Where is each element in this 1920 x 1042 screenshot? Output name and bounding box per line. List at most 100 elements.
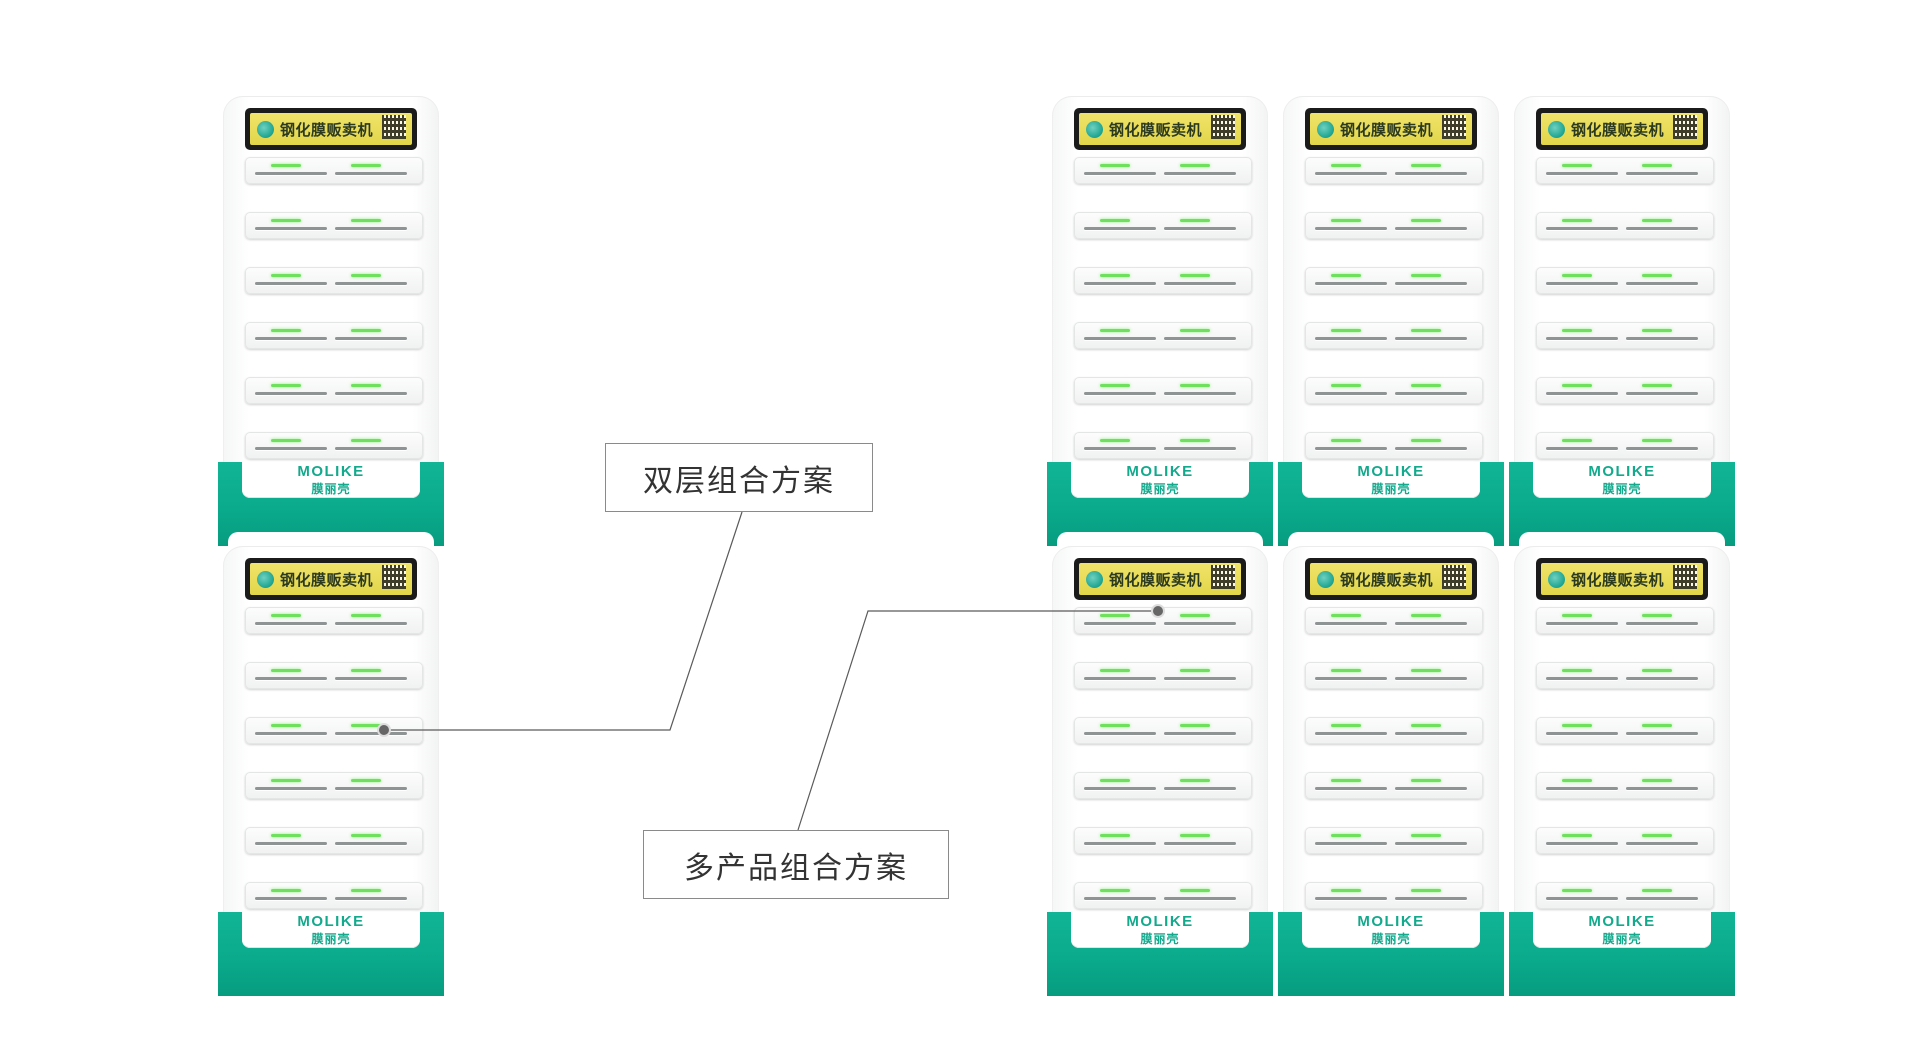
- qr-code-icon: [382, 115, 406, 139]
- product-slot[interactable]: [245, 432, 423, 459]
- unit-connector: [228, 532, 434, 546]
- dispense-slit: [1626, 392, 1698, 395]
- product-slot[interactable]: [1305, 607, 1483, 634]
- dispense-slit: [1626, 227, 1698, 230]
- dispense-slit: [1626, 172, 1698, 175]
- brand-chinese-name: 膜丽壳: [1602, 482, 1642, 496]
- product-slot[interactable]: [1536, 212, 1714, 239]
- product-slot[interactable]: [1305, 662, 1483, 689]
- dispense-slit: [1164, 677, 1236, 680]
- brand-chinese-name: 膜丽壳: [1140, 482, 1180, 496]
- globe-logo-icon: [257, 570, 274, 588]
- dispense-slit: [1546, 172, 1618, 175]
- globe-logo-icon: [1317, 570, 1334, 588]
- product-slot[interactable]: [245, 772, 423, 799]
- product-slot[interactable]: [1074, 772, 1252, 799]
- product-slot[interactable]: [1305, 157, 1483, 184]
- brand-chinese-name: 膜丽壳: [1140, 932, 1180, 946]
- product-slot[interactable]: [1305, 322, 1483, 349]
- product-slot[interactable]: [245, 827, 423, 854]
- product-slot[interactable]: [1536, 322, 1714, 349]
- dispense-slit: [335, 677, 407, 680]
- indicator-light: [1411, 384, 1441, 387]
- product-slot[interactable]: [1536, 377, 1714, 404]
- qr-code-icon: [1211, 115, 1235, 139]
- dispense-slit: [1626, 447, 1698, 450]
- product-slot[interactable]: [245, 607, 423, 634]
- indicator-light: [351, 329, 381, 332]
- product-slot[interactable]: [245, 157, 423, 184]
- product-slot[interactable]: [1074, 827, 1252, 854]
- indicator-light: [1180, 834, 1210, 837]
- product-slot[interactable]: [1074, 432, 1252, 459]
- indicator-light: [1411, 889, 1441, 892]
- product-slot[interactable]: [1536, 882, 1714, 909]
- dispense-slit: [1315, 227, 1387, 230]
- product-slot[interactable]: [245, 212, 423, 239]
- product-slot[interactable]: [1536, 717, 1714, 744]
- product-slot[interactable]: [1074, 377, 1252, 404]
- product-slot[interactable]: [245, 717, 423, 744]
- product-slot[interactable]: [1074, 212, 1252, 239]
- product-slot[interactable]: [1074, 267, 1252, 294]
- indicator-light: [1331, 614, 1361, 617]
- product-slot[interactable]: [1536, 827, 1714, 854]
- product-slot[interactable]: [1305, 212, 1483, 239]
- product-slot[interactable]: [1074, 662, 1252, 689]
- product-slot[interactable]: [1536, 432, 1714, 459]
- product-slot[interactable]: [1536, 662, 1714, 689]
- product-slot[interactable]: [1305, 882, 1483, 909]
- dispense-slit: [1395, 282, 1467, 285]
- screen-title: 钢化膜贩卖机: [1571, 570, 1665, 589]
- indicator-light: [1562, 384, 1592, 387]
- product-slot[interactable]: [1305, 717, 1483, 744]
- product-slot[interactable]: [1074, 157, 1252, 184]
- indicator-light: [271, 724, 301, 727]
- dispense-slit: [1315, 677, 1387, 680]
- indicator-light: [271, 779, 301, 782]
- product-slot[interactable]: [1305, 377, 1483, 404]
- product-slot[interactable]: [245, 377, 423, 404]
- dispense-slit: [1546, 447, 1618, 450]
- globe-logo-icon: [257, 120, 274, 138]
- product-slot[interactable]: [245, 322, 423, 349]
- product-slot[interactable]: [1074, 882, 1252, 909]
- indicator-light: [1562, 834, 1592, 837]
- indicator-light: [1411, 614, 1441, 617]
- product-slot[interactable]: [245, 662, 423, 689]
- display-screen: 钢化膜贩卖机: [1074, 108, 1246, 150]
- dispense-slit: [1084, 732, 1156, 735]
- indicator-light: [1642, 329, 1672, 332]
- brand-chinese-name: 膜丽壳: [1371, 482, 1411, 496]
- brand-english-name: MOLIKE: [297, 463, 365, 480]
- unit-connector: [1519, 532, 1725, 546]
- product-slot[interactable]: [1536, 607, 1714, 634]
- dispense-slit: [1546, 392, 1618, 395]
- product-slot[interactable]: [1305, 267, 1483, 294]
- dispense-slit: [1164, 392, 1236, 395]
- qr-code-icon: [1673, 115, 1697, 139]
- product-slot[interactable]: [1536, 267, 1714, 294]
- product-slot[interactable]: [1536, 772, 1714, 799]
- dispense-slit: [1546, 732, 1618, 735]
- brand-english-name: MOLIKE: [297, 913, 365, 930]
- product-slot[interactable]: [1074, 607, 1252, 634]
- product-slot[interactable]: [1305, 827, 1483, 854]
- product-slot[interactable]: [1536, 157, 1714, 184]
- dispense-slit: [1546, 227, 1618, 230]
- product-slot[interactable]: [245, 882, 423, 909]
- product-slot[interactable]: [1305, 432, 1483, 459]
- dispense-slit: [1084, 677, 1156, 680]
- dispense-slit: [1395, 732, 1467, 735]
- dispense-slit: [1626, 787, 1698, 790]
- product-slot[interactable]: [1074, 322, 1252, 349]
- dispense-slit: [1626, 732, 1698, 735]
- product-slot[interactable]: [1074, 717, 1252, 744]
- dispense-slit: [1084, 897, 1156, 900]
- product-slot[interactable]: [245, 267, 423, 294]
- indicator-light: [1411, 219, 1441, 222]
- product-slot[interactable]: [1305, 772, 1483, 799]
